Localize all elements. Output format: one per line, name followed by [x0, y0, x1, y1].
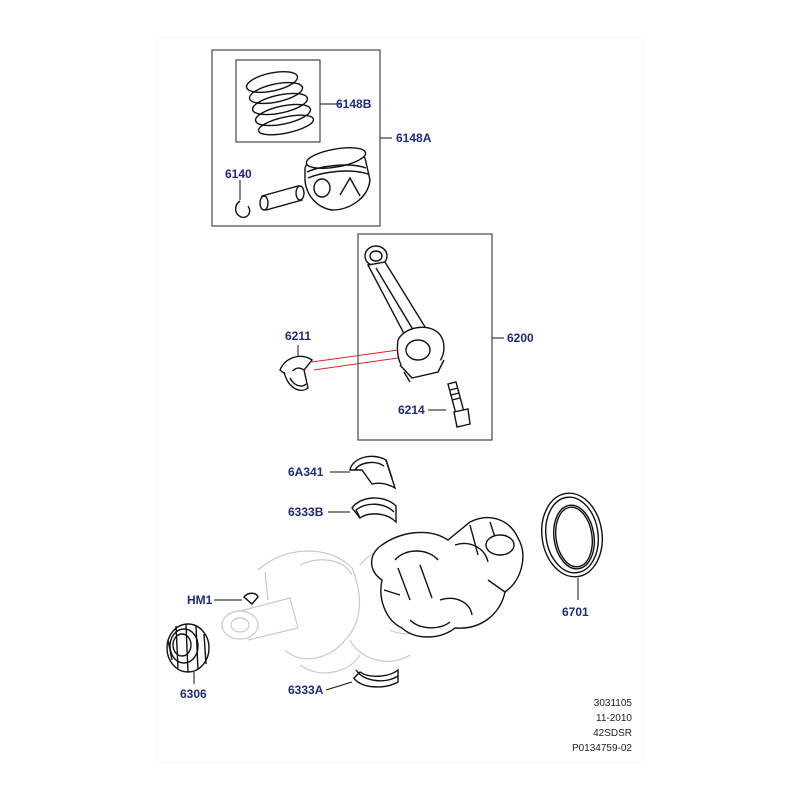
upper-main-bearing-shell — [351, 497, 397, 524]
woodruff-key — [243, 592, 259, 605]
connecting-rod-bolt — [447, 381, 471, 428]
label-6200[interactable]: 6200 — [507, 331, 534, 345]
crankshaft-sprocket — [166, 623, 210, 673]
rear-oil-seal — [541, 492, 603, 578]
crankshaft — [371, 517, 524, 638]
label-6333b[interactable]: 6333B — [288, 505, 324, 519]
piston-pin — [259, 185, 305, 211]
label-6211[interactable]: 6211 — [285, 329, 311, 343]
label-6a341[interactable]: 6A341 — [288, 465, 324, 479]
label-hm1[interactable]: HM1 — [187, 593, 213, 607]
label-6148b[interactable]: 6148B — [336, 97, 372, 111]
ref-code-1: 3031105 — [594, 698, 633, 709]
label-6306[interactable]: 6306 — [180, 687, 207, 701]
label-6333a[interactable]: 6333A — [288, 683, 324, 697]
piston-rings — [245, 70, 315, 136]
connecting-rod — [364, 245, 445, 383]
lower-main-bearing-shell — [353, 668, 399, 688]
label-6148a[interactable]: 6148A — [396, 131, 432, 145]
label-6140[interactable]: 6140 — [225, 167, 252, 181]
conrod-bearing-shell — [279, 355, 314, 391]
label-6701[interactable]: 6701 — [562, 605, 589, 619]
connecting-rod-frame — [357, 233, 493, 441]
leader-lines — [193, 103, 579, 691]
ref-model-code: 42SDSR — [593, 728, 632, 739]
piston — [304, 147, 371, 211]
ref-date: 11-2010 — [596, 713, 632, 724]
snap-ring — [234, 200, 251, 219]
thrust-bearing-shell — [349, 455, 397, 490]
piston-ring-set-frame — [235, 59, 321, 143]
ref-illustration-number: P0134759-02 — [572, 743, 632, 754]
diagram-sheet — [158, 38, 642, 762]
label-6214[interactable]: 6214 — [398, 403, 425, 417]
